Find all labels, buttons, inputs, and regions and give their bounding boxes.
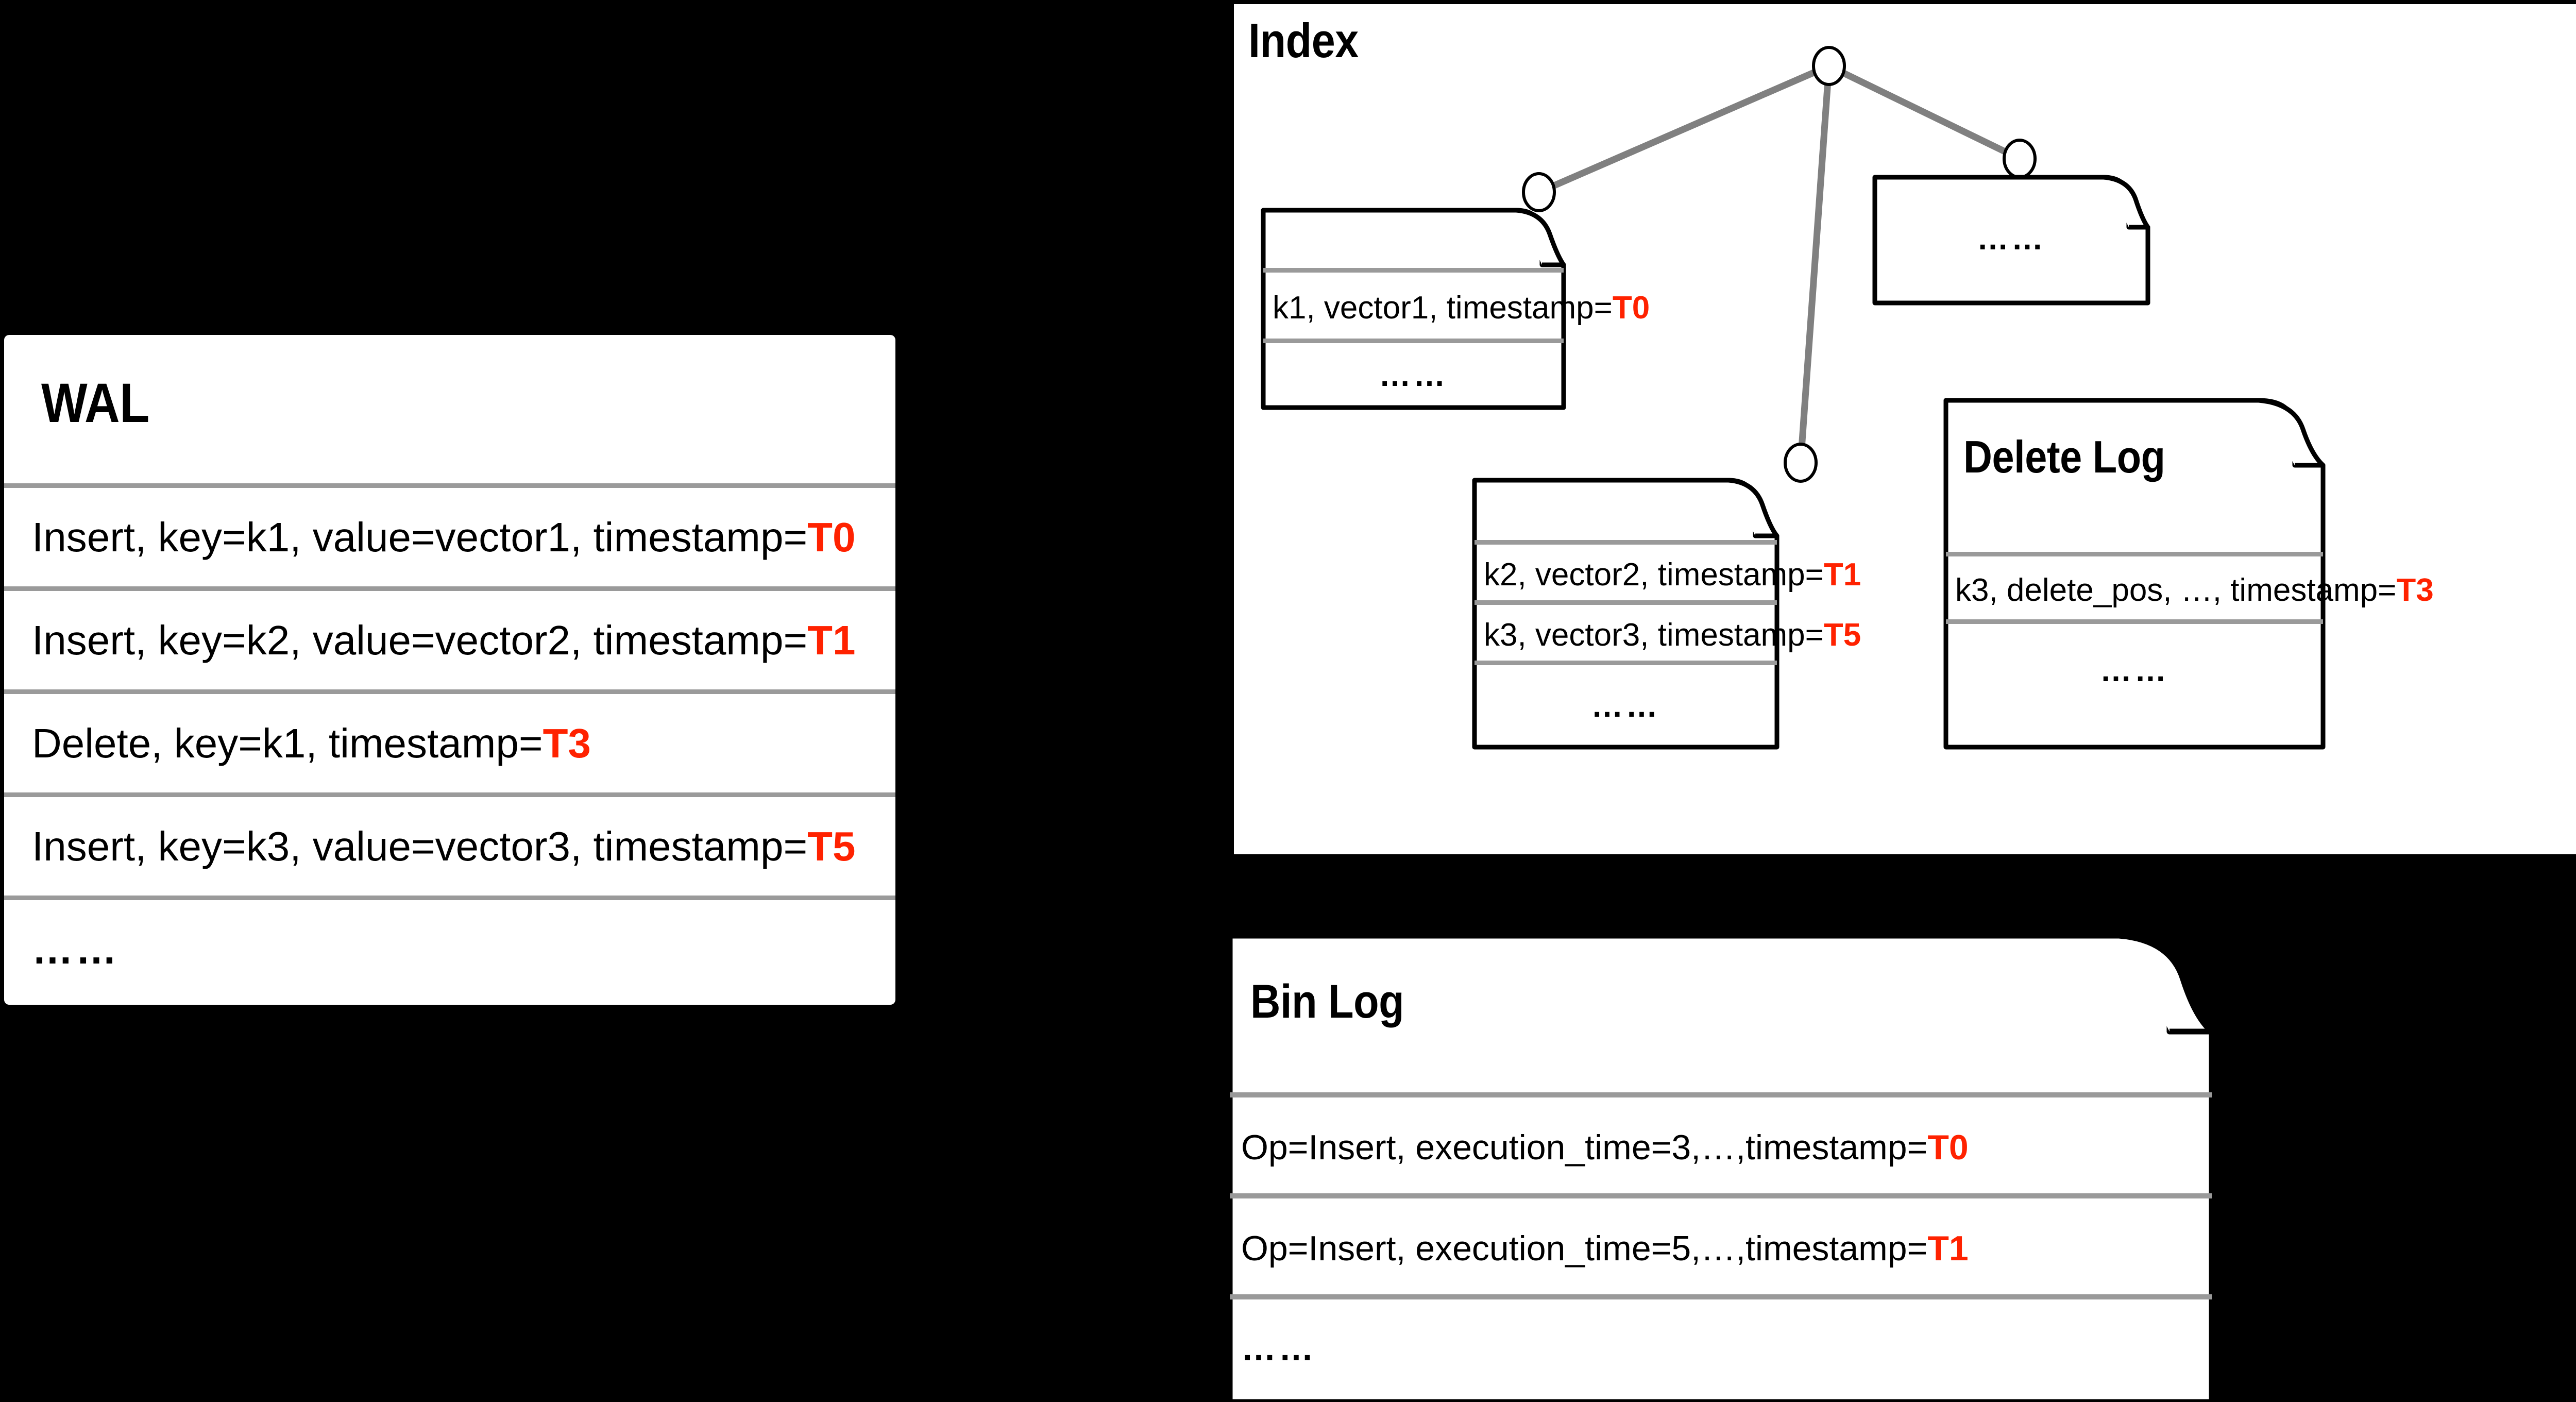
delete-log-outline (1943, 398, 2326, 750)
segment-row-timestamp: T0 (1612, 290, 1650, 326)
wal-row: Insert, key=k1, value=vector1, timestamp… (32, 488, 887, 586)
bin-log-row-text: Op=Insert, execution_time=5,…,timestamp= (1241, 1229, 1928, 1268)
bottom-child-node-circle (1784, 443, 1818, 483)
wal-row-timestamp: T3 (543, 720, 591, 766)
bin-log-title: Bin Log (1250, 975, 1404, 1028)
wal-row: …… (32, 900, 887, 999)
segment-row: …… (1475, 665, 1777, 747)
bin-log-row-text: …… (1241, 1329, 1316, 1368)
wal-divider (4, 792, 895, 797)
bin-log-row-text: Op=Insert, execution_time=3,…,timestamp= (1241, 1128, 1928, 1167)
wal-title: WAL (41, 371, 149, 434)
bin-log-row-timestamp: T1 (1927, 1229, 1969, 1268)
right-child-node-circle (2003, 139, 2037, 179)
bin-log-outline (1227, 933, 2215, 1402)
segment-divider (1263, 268, 1564, 273)
index-panel: Index k1, vecto (1234, 4, 2576, 854)
segment-k1-outline (1261, 208, 1566, 410)
delete-log-divider (1946, 552, 2323, 556)
segment-row: k2, vector2, timestamp=T1 (1484, 545, 1861, 604)
delete-log-divider (1946, 619, 2323, 624)
wal-divider (4, 586, 895, 591)
index-title: Index (1248, 13, 1359, 67)
bin-log-row: …… (1241, 1299, 2210, 1397)
index-segment-k2: k2, vector2, timestamp=T1 k3, vector3, t… (1472, 477, 1861, 750)
segment-divider (1475, 540, 1777, 545)
delete-log-row: …… (1946, 624, 2323, 717)
bin-log-row: Op=Insert, execution_time=3,…,timestamp=… (1241, 1097, 2210, 1197)
left-child-node-circle (1522, 172, 1556, 212)
wal-divider (4, 689, 895, 694)
delete-log-row-text: k3, delete_pos, …, timestamp= (1955, 572, 2397, 608)
wal-row: Insert, key=k3, value=vector3, timestamp… (32, 797, 887, 896)
index-segment-right: …… (1872, 174, 2150, 306)
index-tree-edges (1522, 46, 2037, 483)
wal-row-text: …… (32, 926, 120, 972)
wal-row-text: Delete, key=k1, timestamp= (32, 720, 543, 766)
index-segment-k1: k1, vector1, timestamp=T0 …… (1261, 207, 1650, 410)
segment-row-timestamp: T5 (1823, 617, 1861, 653)
segment-divider (1263, 339, 1564, 343)
wal-divider (4, 483, 895, 488)
delete-log-card: Delete Log k3, delete_pos, …, timestamp=… (1943, 397, 2434, 750)
bin-log-divider (1230, 1092, 2212, 1097)
delete-log-title: Delete Log (1963, 431, 2165, 482)
segment-row-text: …… (1977, 221, 2046, 257)
wal-row-text: Insert, key=k3, value=vector3, timestamp… (32, 823, 808, 869)
bin-log-row-timestamp: T0 (1927, 1128, 1969, 1167)
wal-row-text: Insert, key=k2, value=vector2, timestamp… (32, 617, 808, 663)
segment-row: k3, vector3, timestamp=T5 (1484, 605, 1861, 665)
bin-log-divider (1230, 1193, 2212, 1198)
segment-row: k1, vector1, timestamp=T0 (1273, 273, 1650, 343)
delete-log-row-timestamp: T3 (2396, 572, 2434, 608)
wal-row-timestamp: T0 (807, 514, 856, 560)
wal-panel: WAL Insert, key=k1, value=vector1, times… (4, 335, 895, 1005)
segment-k2-outline (1472, 478, 1780, 750)
segment-row: …… (1263, 343, 1564, 408)
segment-row-text: k1, vector1, timestamp= (1273, 290, 1613, 326)
delete-log-row: k3, delete_pos, …, timestamp=T3 (1955, 556, 2434, 623)
segment-row-text: …… (1379, 358, 1448, 393)
wal-row: Insert, key=k2, value=vector2, timestamp… (32, 591, 887, 689)
delete-log-row-text: …… (2100, 652, 2169, 688)
wal-row-text: Insert, key=k1, value=vector1, timestamp… (32, 514, 808, 560)
segment-row-text: k3, vector3, timestamp= (1484, 617, 1824, 653)
wal-row: Delete, key=k1, timestamp=T3 (32, 694, 887, 792)
wal-row-timestamp: T5 (807, 823, 856, 869)
segment-right-outline (1872, 175, 2150, 306)
wal-divider (4, 896, 895, 900)
segment-row-timestamp: T1 (1823, 556, 1861, 593)
bin-log-divider (1230, 1294, 2212, 1299)
wal-row-timestamp: T1 (807, 617, 856, 663)
segment-row: …… (1875, 205, 2148, 272)
bin-log-row: Op=Insert, execution_time=5,…,timestamp=… (1241, 1198, 2210, 1298)
segment-divider (1475, 600, 1777, 605)
segment-row-text: k2, vector2, timestamp= (1484, 556, 1824, 593)
segment-divider (1475, 661, 1777, 665)
root-node-circle (1812, 46, 1846, 86)
bin-log-card: Bin Log Op=Insert, execution_time=3,…,ti… (1227, 933, 2227, 1402)
segment-row-text: …… (1591, 688, 1660, 724)
